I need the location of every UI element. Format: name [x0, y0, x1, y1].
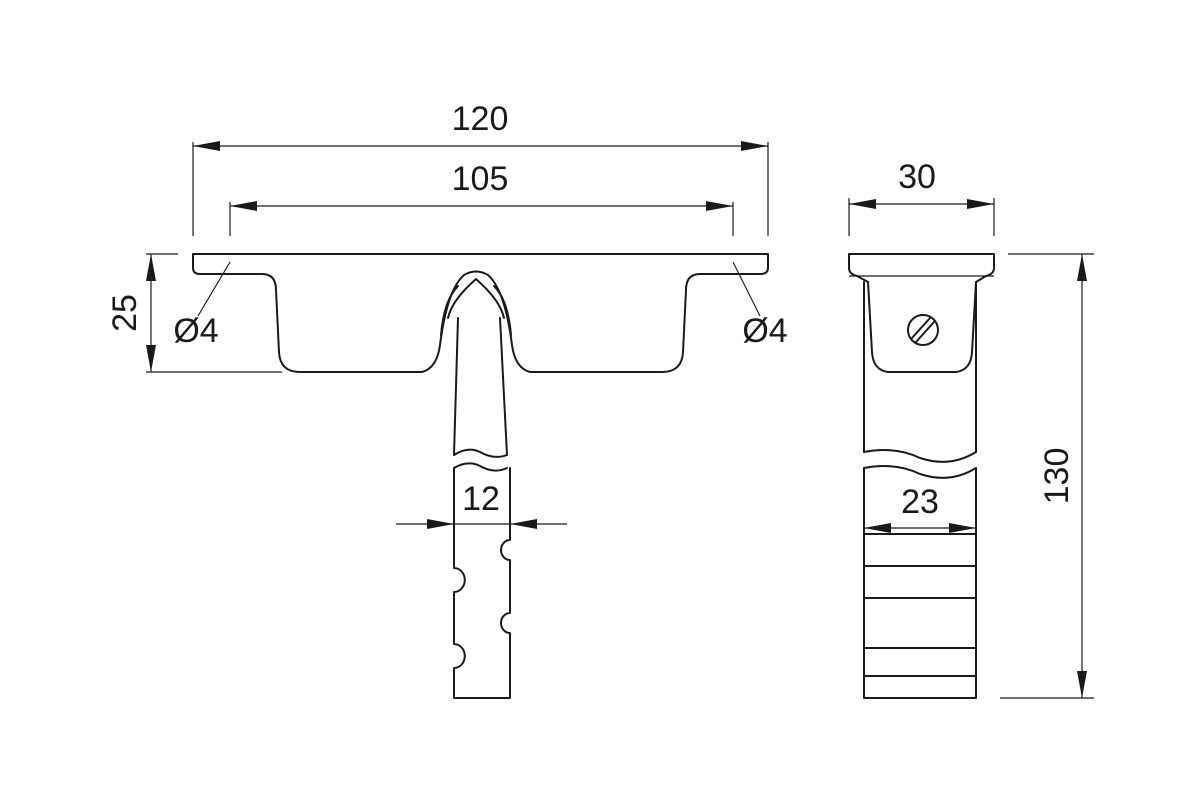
- front-view-hook-outer: [440, 285, 512, 336]
- side-view-ribs: [863, 533, 977, 677]
- side-view-head: [848, 253, 995, 373]
- side-view-shank-lower: [863, 467, 977, 699]
- front-view-shank-lower: [453, 467, 511, 699]
- dim-hole-spacing: 105: [452, 160, 509, 198]
- dim-hole-left: Ø4: [173, 312, 218, 350]
- front-view-break-top: [453, 448, 508, 458]
- dim-height: 25: [106, 294, 144, 332]
- screw-head-icon: [907, 314, 939, 346]
- front-view-hook-inner: [447, 278, 505, 319]
- side-view: [848, 253, 995, 699]
- dim-hole-right: Ø4: [742, 312, 787, 350]
- dim-overall-length: 130: [1038, 448, 1076, 505]
- side-view-shank-upper: [863, 281, 977, 453]
- side-view-break-bottom: [863, 465, 977, 479]
- front-view-outline: [192, 253, 769, 373]
- dim-side-width: 30: [898, 158, 936, 196]
- front-view-shank-upper: [453, 317, 508, 456]
- dimension-lines: [146, 141, 1094, 699]
- dim-overall-width: 120: [452, 100, 509, 138]
- dim-bar-width: 12: [462, 480, 500, 518]
- front-view: [192, 253, 769, 699]
- dim-side-bar-width: 23: [901, 483, 939, 521]
- side-view-break-top: [863, 449, 977, 463]
- front-view-break-bottom: [453, 462, 508, 472]
